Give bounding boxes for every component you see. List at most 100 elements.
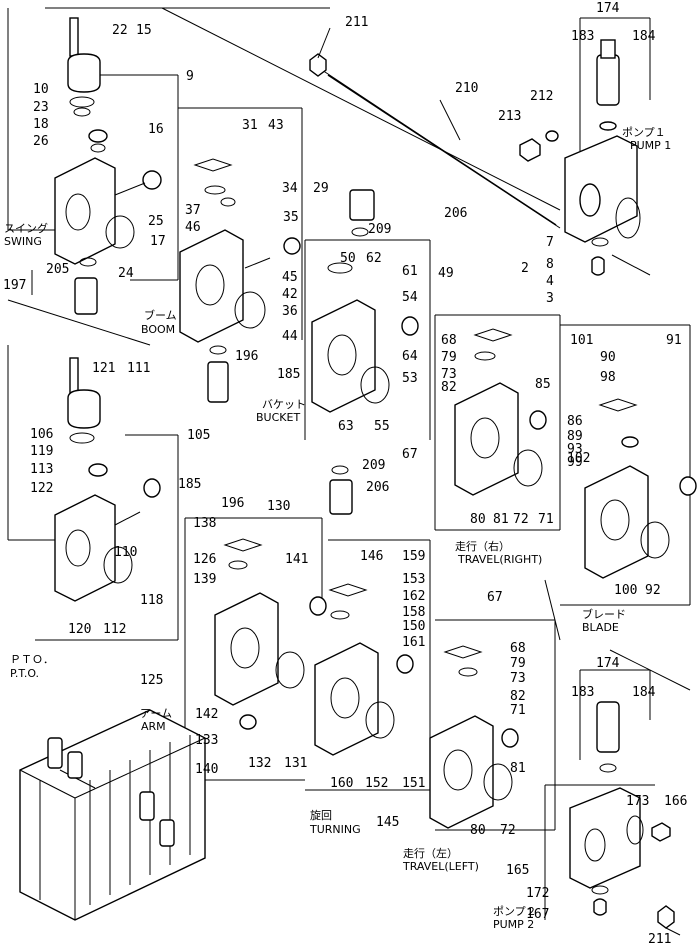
part-number-label: 63 [338,419,354,434]
part-number-label: 71 [538,512,554,527]
bucket-label-en: BUCKET [256,411,300,424]
part-number-label: 16 [148,122,164,137]
boom-label-jp: ブーム [144,308,177,322]
pump1-label-jp: ポンプ１ [622,126,666,139]
part-number-label: 15 [136,23,152,38]
part-number-label: 81 [510,761,526,776]
part-number-label: 111 [127,361,150,376]
part-number-label: 106 [30,427,53,442]
part-number-label: 68 [510,641,526,656]
part-number-label: 37 [185,203,201,218]
assembled-control-valve [19,709,206,921]
part-number-label: 71 [510,703,526,718]
part-number-label: 152 [365,776,388,791]
part-number-label: 153 [402,572,425,587]
part-number-label: 205 [46,262,69,277]
part-number-label: 24 [118,266,134,281]
part-number-label: 146 [360,549,383,564]
part-number-label: 213 [498,109,521,124]
travel-right-label-en: TRAVEL(RIGHT) [457,553,542,566]
part-number-label: 173 [626,794,649,809]
part-number-label: 206 [444,206,467,221]
part-number-label: 25 [148,214,164,229]
part-number-label: 126 [193,552,216,567]
travel-left-label-en: TRAVEL(LEFT) [402,860,479,873]
part-number-label: 54 [402,290,418,305]
swing-section [7,8,179,315]
pto-section [7,345,179,641]
part-number-label: 112 [103,622,126,637]
part-number-label: 80 [470,823,486,838]
travel-left-label-jp: 走行（左） [403,847,458,860]
part-number-label: 93 [567,442,583,457]
part-number-label: 118 [140,593,163,608]
part-number-label: 120 [68,622,91,637]
travel-right-label-jp: 走行（右） [455,539,510,553]
travel-right-section [434,314,561,531]
part-number-label: 122 [30,481,53,496]
blade-label-en: BLADE [582,621,619,634]
turning-label-jp: 旋回 [310,808,332,822]
part-number-label: 18 [33,117,49,132]
part-number-label: 49 [438,266,454,281]
pump2-label-en: PUMP 2 [493,918,534,931]
blade-section [560,324,697,606]
part-number-label: 102 [567,451,590,466]
bucket-section [304,189,431,515]
part-number-label: 45 [282,270,298,285]
part-number-label: 139 [193,572,216,587]
arm-label-en: ARM [141,720,166,733]
part-number-label: 119 [30,444,53,459]
part-number-label: 101 [570,333,593,348]
part-number-label: 125 [140,673,163,688]
part-number-label: 159 [402,549,425,564]
swing-label-en: SWING [4,235,42,248]
part-number-label: 185 [277,367,300,382]
swing-label-jp: スイング [4,221,48,235]
part-number-label: 72 [500,823,516,838]
part-number-label: 67 [487,590,503,605]
part-number-label: 89 [567,429,583,444]
part-number-label: 196 [235,349,258,364]
part-number-label: 131 [284,756,307,771]
part-number-label: 183 [571,685,594,700]
part-number-label: 86 [567,414,583,429]
part-number-label: 184 [632,29,656,44]
part-number-label: 206 [366,480,389,495]
part-number-label: 98 [600,370,616,385]
part-number-label: 72 [513,512,529,527]
part-number-label: 79 [510,656,526,671]
part-number-label: 82 [441,380,457,395]
part-number-label: 79 [441,350,457,365]
part-number-label: 172 [526,886,549,901]
part-number-label: 211 [648,932,671,947]
part-number-label: 22 [112,23,128,38]
part-number-label: 17 [150,234,166,249]
part-number-label: 44 [282,329,298,344]
part-number-label: 4 [546,274,554,289]
part-number-label: 55 [374,419,390,434]
part-number-label: 138 [193,516,216,531]
part-number-label: 61 [402,264,418,279]
part-number-label: 185 [178,477,201,492]
part-number-label: 8 [546,257,554,272]
part-number-label: 50 [340,251,356,266]
diagonal-guide-lines [7,7,691,691]
part-number-label: 62 [366,251,382,266]
part-number-label: 212 [530,89,553,104]
part-number-label: 160 [330,776,353,791]
part-number-label: 46 [185,220,201,235]
part-number-label: 73 [441,367,457,382]
part-number-label: 85 [535,377,551,392]
arm-label-jp: アーム [140,707,172,720]
part-number-label: 10 [33,82,49,97]
part-number-label: 113 [30,462,53,477]
part-number-label: 99 [567,455,583,470]
pump1-label-en: PUMP 1 [630,139,671,152]
part-number-label: 196 [221,496,244,511]
part-number-label: 42 [282,287,298,302]
part-number-label: 26 [33,134,49,149]
part-number-label: 167 [526,907,549,922]
